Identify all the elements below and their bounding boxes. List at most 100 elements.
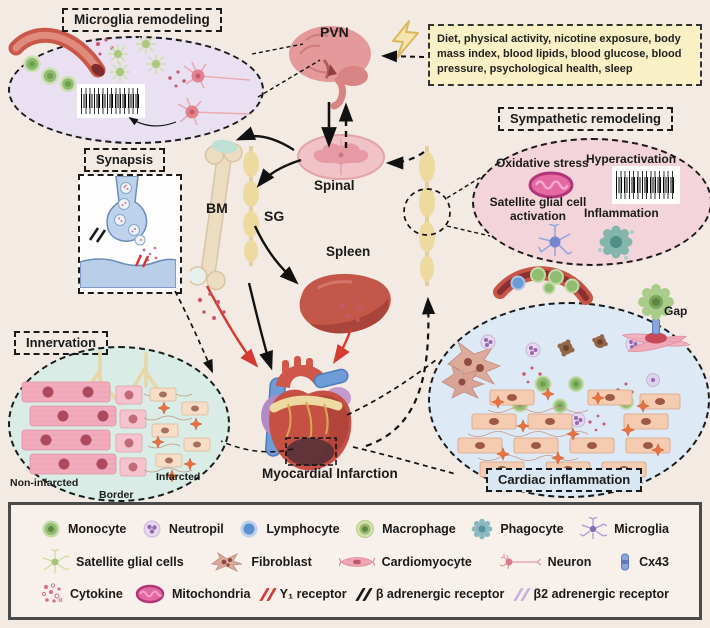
fibroblast-stars [151, 401, 203, 483]
synapse-diagram-box [78, 174, 182, 294]
legend-item-mitochondria: Mitochondria [135, 584, 250, 604]
sympathetic-ganglia-chain [243, 146, 259, 266]
legend-item-beta-adrenergic: β adrenergic receptor [355, 587, 505, 601]
spinal-cord-illustration [297, 134, 385, 180]
gap-junction-illustration [622, 284, 691, 352]
sympathetic-ganglia-chain-right [419, 146, 435, 286]
legend-row-3: Cytokine Mitochondria Y₁ receptor β adre… [41, 583, 669, 605]
y1-receptor-mark [134, 254, 150, 268]
neutrophil-icon [143, 520, 161, 538]
beta-adrenergic-icon [355, 587, 373, 601]
cx43-icon [621, 553, 630, 571]
border-label: Border [99, 489, 134, 501]
synapse-illustration [80, 176, 176, 288]
infarcted-zone [143, 387, 211, 483]
mitochondria-illustration [528, 171, 574, 199]
legend-label: β2 adrenergic receptor [533, 587, 669, 601]
phagocyte-cell-icon [598, 225, 634, 260]
spinal-label: Spinal [314, 178, 355, 193]
bone-marrow-illustration [190, 139, 243, 291]
non-infarcted-myocardium [21, 381, 117, 475]
blood-vessel-illustration [8, 27, 106, 93]
macrophage-cells [557, 334, 608, 357]
pvn-label: PVN [320, 24, 349, 40]
legend-item-neuron: Neuron [499, 553, 592, 571]
synapsis-title: Synapsis [84, 148, 166, 172]
legend-item-microglia: Microglia [579, 517, 669, 541]
legend-label: Macrophage [382, 522, 456, 536]
legend-item-cardiomyocyte: Cardiomyocyte [338, 554, 472, 570]
neurotransmitter-dots [138, 246, 158, 262]
ecg-waveform-card [77, 84, 145, 118]
spleen-label: Spleen [326, 244, 371, 259]
fiber-squiggles [467, 407, 589, 483]
legend-label: Y₁ receptor [279, 587, 347, 601]
legend-label: Satellite glial cells [76, 555, 184, 569]
inflammation-label: Inflammation [584, 206, 659, 220]
sympathetic-remodeling-title: Sympathetic remodeling [498, 107, 673, 131]
legend-item-satellite-glial: Satellite glial cells [41, 549, 184, 575]
legend-item-neutrophil: Neutropil [142, 519, 224, 539]
legend-item-fibroblast: Fibroblast [210, 551, 312, 573]
macrophage-icon [356, 520, 375, 538]
legend-item-monocyte: Monocyte [41, 519, 126, 539]
gap-label: Gap [664, 304, 688, 318]
non-infarcted-label: Non-infarcted [10, 477, 79, 489]
border-zone [115, 385, 147, 477]
legend-label: Neuron [547, 555, 592, 569]
innervation-title: Innervation [14, 331, 109, 355]
legend-label: Fibroblast [251, 555, 312, 569]
legend-item-beta2-adrenergic: β2 adrenergic receptor [512, 587, 669, 601]
lightning-bolt-icon [392, 20, 419, 59]
beta2-adrenergic-icon [512, 587, 531, 601]
legend-row-2: Satellite glial cells Fibroblast Cardiom… [41, 549, 669, 575]
legend-item-cytokine: Cytokine [41, 583, 123, 605]
legend-label: Neutropil [168, 522, 224, 536]
legend-box: Monocyte Neutropil Lymphocyte Macrop [8, 502, 702, 620]
satellite-glial-cell-icon [538, 224, 573, 256]
hyperactivation-label: Hyperactivation [586, 152, 677, 166]
monocyte-icon [42, 520, 60, 538]
microglia-icon [579, 517, 608, 539]
heart-illustration [261, 356, 352, 471]
legend-item-phagocyte: Phagocyte [471, 518, 564, 540]
hyperactivation-waveform [612, 166, 680, 204]
legend-row-1: Monocyte Neutropil Lymphocyte Macrop [41, 517, 669, 541]
cytokine-icon [41, 583, 63, 603]
bm-label: BM [206, 200, 228, 216]
infarcted-label: Infarcted [156, 471, 201, 483]
monocyte-cells [23, 55, 77, 93]
big-fibroblasts [441, 340, 502, 399]
microglia-neurons-illustration [96, 36, 251, 126]
cytokine-dots [96, 38, 186, 88]
legend-label: Cx43 [639, 555, 669, 569]
risk-factors-text: Diet, physical activity, nicotine exposu… [437, 33, 682, 75]
satellite-glial-stars [108, 36, 166, 82]
satellite-glial-activation-label: Satellite glial cell activation [489, 195, 587, 223]
risk-factors-box: Diet, physical activity, nicotine exposu… [428, 24, 702, 86]
cardiomyocyte-icon [338, 557, 375, 567]
mitochondria-icon [135, 584, 165, 604]
legend-label: Cytokine [70, 587, 123, 601]
legend-label: β adrenergic receptor [375, 587, 505, 601]
spleen-illustration [299, 273, 391, 334]
myocardial-infarction-label: Myocardial Infarction [262, 466, 398, 481]
legend-item-lymphocyte: Lymphocyte [239, 519, 340, 539]
legend-item-y1-receptor: Y₁ receptor [258, 587, 347, 601]
arrow-spinal-to-sg [256, 158, 302, 188]
synaptic-vesicles [114, 182, 146, 246]
legend-label: Microglia [614, 522, 669, 536]
beta-adrenergic-receptor-mark [88, 227, 107, 243]
legend-label: Lymphocyte [266, 522, 340, 536]
legend-label: Phagocyte [500, 522, 564, 536]
legend-label: Monocyte [68, 522, 127, 536]
cardiac-vessel-illustration [493, 266, 593, 305]
innervation-tissue-illustration [21, 350, 211, 483]
pink-neurons [177, 61, 251, 126]
sg-label: SG [264, 208, 285, 224]
legend-item-macrophage: Macrophage [355, 519, 456, 539]
legend-item-cx43: Cx43 [618, 552, 669, 572]
cardiac-inflammation-title: Cardiac inflammation [486, 468, 643, 492]
lymphocyte-icon [240, 520, 258, 538]
